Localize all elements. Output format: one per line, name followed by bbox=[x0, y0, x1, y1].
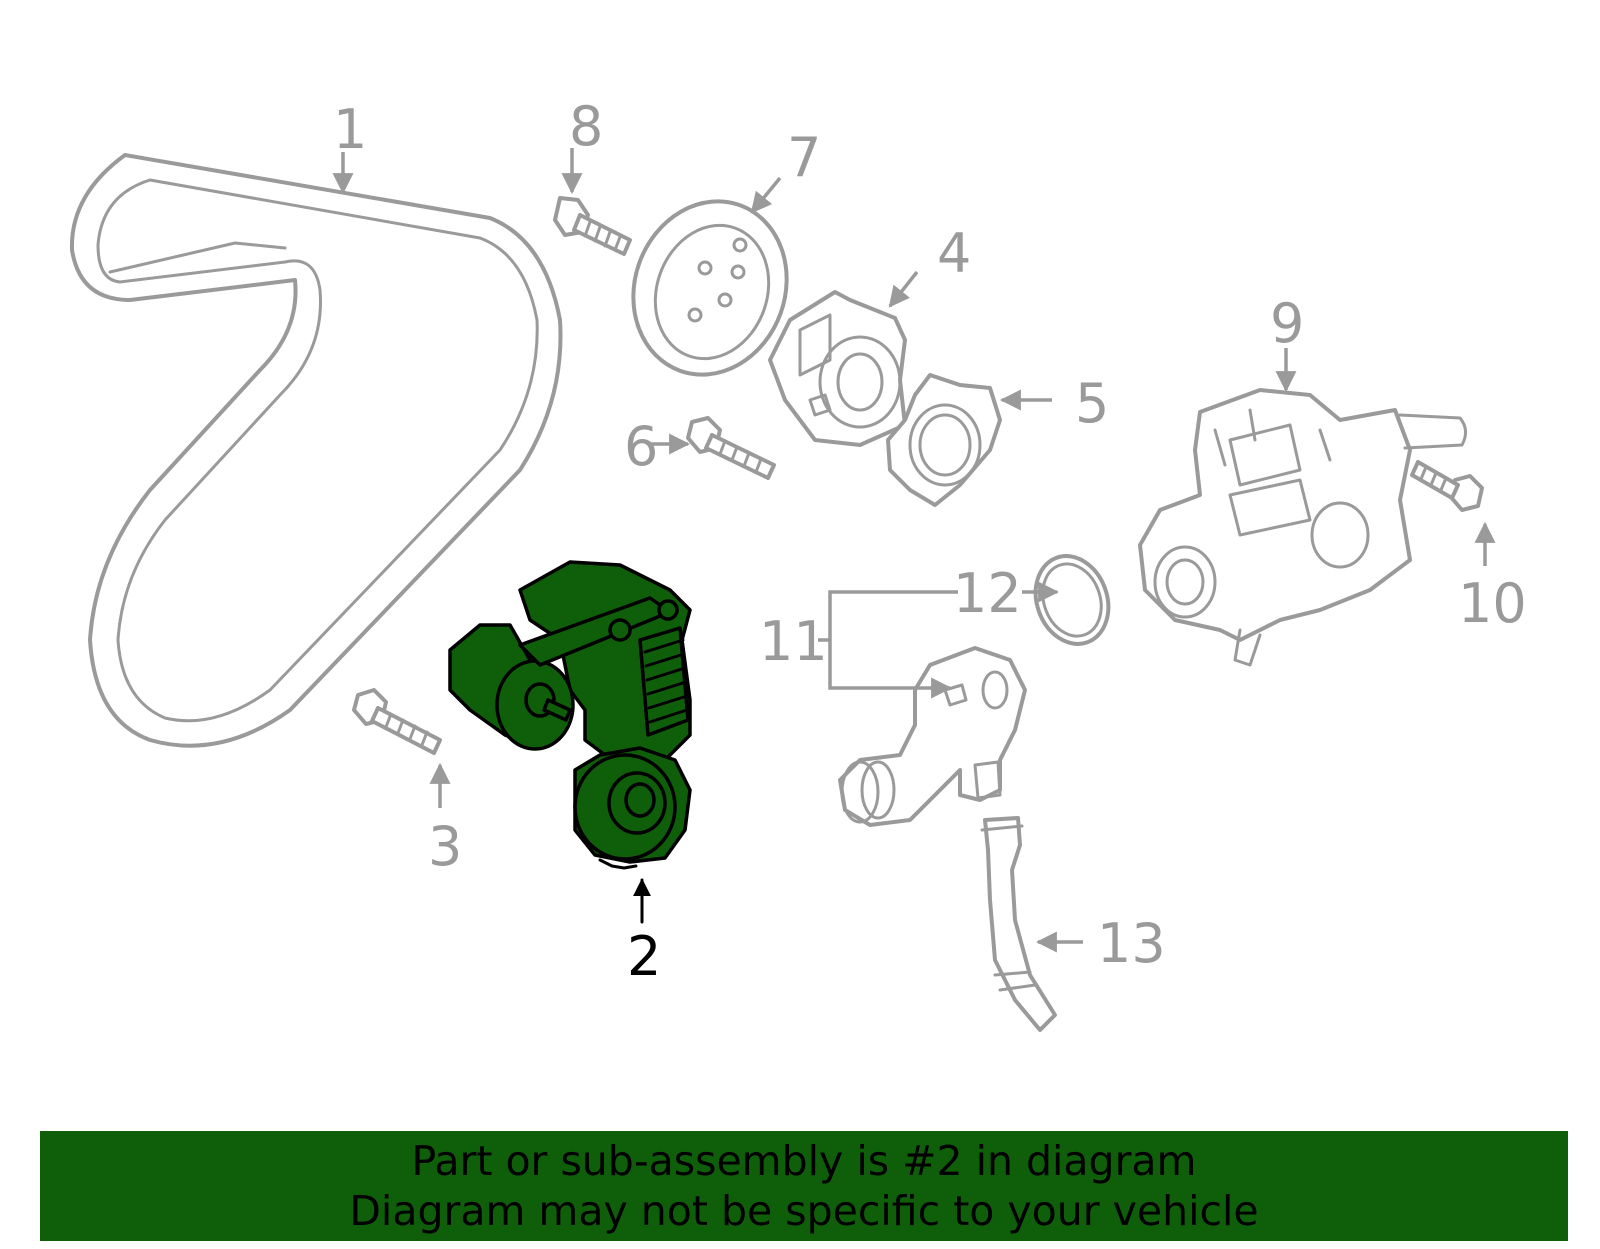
bolt-8 bbox=[553, 196, 632, 256]
callout-3: 3 bbox=[428, 815, 462, 878]
water-pump-4 bbox=[768, 290, 907, 447]
gasket-5 bbox=[886, 373, 1002, 507]
callout-5: 5 bbox=[1075, 372, 1109, 435]
water-outlet-11 bbox=[838, 646, 1027, 827]
callout-4: 4 bbox=[937, 222, 971, 285]
callout-10: 10 bbox=[1458, 572, 1527, 635]
hose-13 bbox=[980, 816, 1057, 1032]
callout-12: 12 bbox=[953, 562, 1022, 625]
belt-tensioner-2[interactable] bbox=[448, 560, 692, 870]
bolt-10 bbox=[1410, 460, 1484, 512]
callout-13: 13 bbox=[1097, 912, 1166, 975]
info-banner: Part or sub-assembly is #2 in diagram Di… bbox=[40, 1131, 1568, 1241]
o-ring-12 bbox=[1033, 554, 1111, 646]
banner-line-part-number: Part or sub-assembly is #2 in diagram bbox=[411, 1137, 1197, 1185]
callout-11: 11 bbox=[759, 610, 828, 673]
thermostat-housing-9 bbox=[1138, 388, 1467, 667]
callout-6: 6 bbox=[624, 415, 658, 478]
callout-7: 7 bbox=[787, 126, 821, 189]
banner-line-disclaimer: Diagram may not be specific to your vehi… bbox=[349, 1187, 1259, 1235]
leader-4 bbox=[888, 270, 919, 308]
callout-1: 1 bbox=[333, 98, 367, 161]
bolt-3 bbox=[352, 688, 442, 755]
callout-8: 8 bbox=[569, 95, 603, 158]
pulley-7 bbox=[631, 199, 789, 377]
callout-9: 9 bbox=[1270, 292, 1304, 355]
bolt-6 bbox=[686, 416, 776, 480]
leader-lines bbox=[332, 148, 1496, 953]
leader-7 bbox=[750, 176, 782, 214]
callout-2[interactable]: 2 bbox=[627, 925, 661, 988]
serpentine-belt bbox=[69, 153, 563, 748]
